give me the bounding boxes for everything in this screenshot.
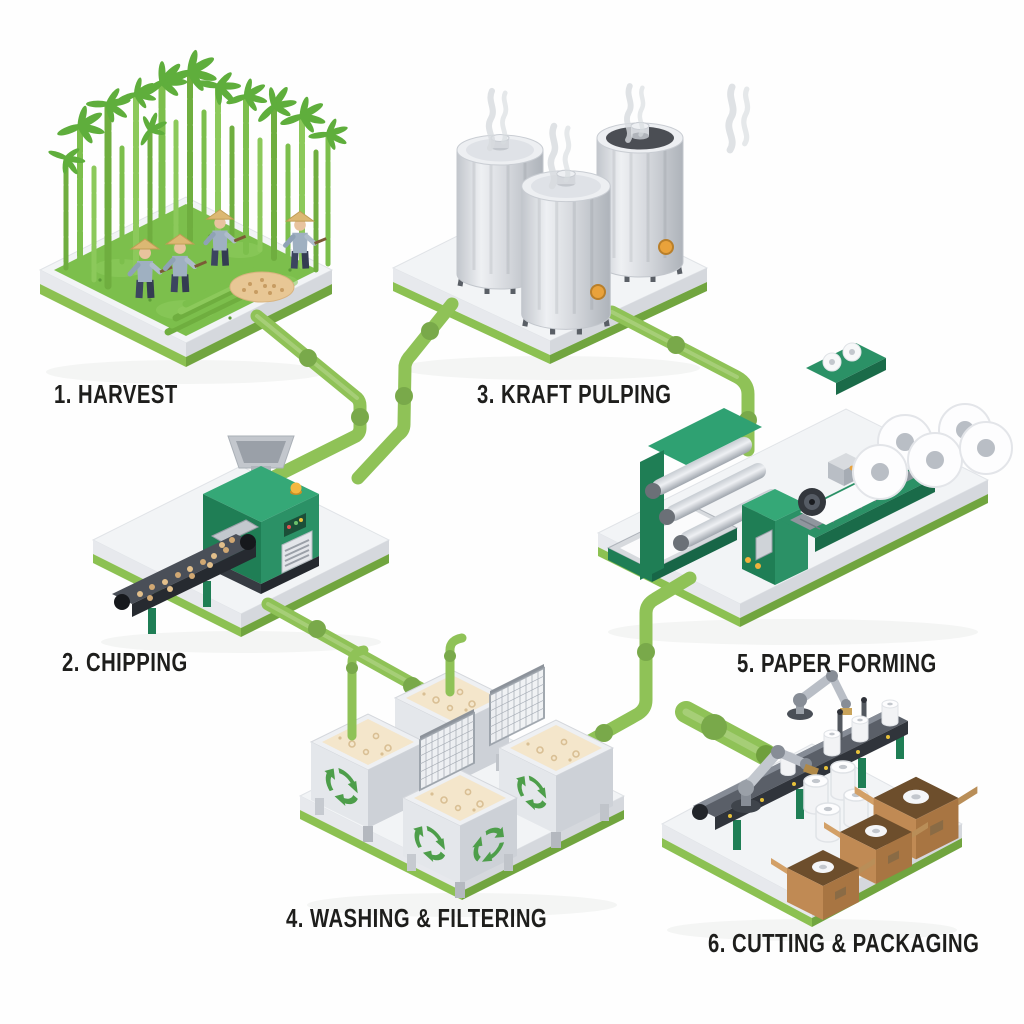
platform-shadows [46,356,978,941]
calender-unit [806,342,886,395]
wood-chips [137,537,235,601]
digester-tank [522,170,611,334]
press-roller [651,436,753,496]
scene-paper-forming [606,342,1013,585]
tank-valve [658,239,674,255]
paper-roll [907,432,963,488]
chip-chute [210,519,260,544]
robot-arm [731,745,819,813]
tank-valve [590,284,606,300]
step-label-chipping: 2. CHIPPING [62,647,188,677]
scene-harvest [42,48,352,336]
pipe-collars [299,322,757,742]
scene-chipping [112,435,319,634]
press-roller [665,462,767,522]
scene-packaging [675,670,978,920]
scene-kraft-pulping [457,86,748,334]
step-label-cutting-packaging: 6. CUTTING & PACKAGING [708,928,980,958]
paper-rolls [852,403,1013,500]
paper-roll [851,715,869,743]
scene-washing [310,633,614,899]
bamboo-forest [42,48,352,290]
vat-feed-pipes [347,633,467,741]
wood-chip-pile [229,271,295,303]
paper-press [606,408,808,585]
robot-arm [787,670,852,720]
chip-conveyor [112,534,256,634]
paper-roll [959,421,1013,475]
step-label-kraft-pulping: 3. KRAFT PULPING [477,379,672,409]
beacon-light [290,482,302,494]
step-label-washing-filtering: 4. WASHING & FILTERING [286,903,548,933]
paper-roll [881,699,899,727]
step-label-paper-forming: 5. PAPER FORMING [737,648,937,678]
machine-screen [755,529,773,561]
paper-roll [823,729,841,757]
step-label-harvest: 1. HARVEST [54,379,178,409]
paper-roll [852,444,908,500]
pipe-forming-to-washing [563,571,697,759]
